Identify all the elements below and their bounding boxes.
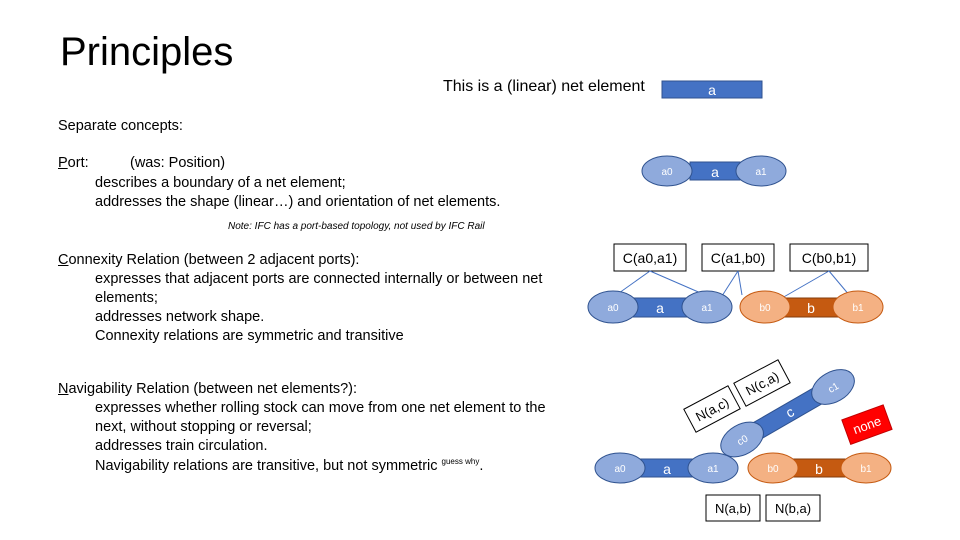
port-a0-1-label: a0 [661, 167, 673, 178]
connexity-heading-initial: C [58, 252, 69, 268]
navigability-heading-rest: avigability Relation (between net elemen… [68, 381, 358, 397]
connexity-heading: Connexity Relation (between 2 adjacent p… [58, 252, 359, 268]
port-a0-1 [641, 155, 693, 187]
port-b0-3 [747, 452, 799, 484]
nav-box-a-b-label: N(a,b) [715, 501, 751, 516]
port-c1 [811, 369, 855, 405]
port-a0-2 [587, 290, 639, 324]
nav-box-c-a: N(c,a) [733, 359, 791, 407]
port-a0-3-label: a0 [614, 464, 626, 475]
port-a1-2-label: a1 [701, 303, 713, 314]
port-b1-3 [840, 452, 892, 484]
intro-element-label: a [708, 82, 716, 98]
port-a1-2 [681, 290, 733, 324]
element-a-3-label: a [663, 461, 671, 477]
ifc-note: Note: IFC has a port-based topology, not… [228, 221, 485, 232]
navigability-line-2: next, without stopping or reversal; [95, 419, 312, 435]
navigability-heading-initial: N [58, 381, 69, 397]
nav-box-a-c: N(a,c) [683, 385, 741, 433]
element-a-1-label: a [711, 164, 719, 180]
port-b1-3-label: b1 [860, 464, 872, 475]
connexity-box-a1b0-label: C(a1,b0) [711, 250, 765, 266]
nav-box-b-a [765, 494, 821, 522]
slide-title: Principles [60, 30, 234, 74]
element-c-group: c c0 c1 [720, 369, 855, 458]
port-a0-3 [594, 452, 646, 484]
connexity-links [611, 270, 851, 303]
connexity-line-1: expresses that adjacent ports are connec… [95, 271, 543, 287]
port-b0-2 [739, 290, 791, 324]
connexity-box-a0a1-label: C(a0,a1) [623, 250, 677, 266]
connexity-line-3: addresses network shape. [95, 309, 265, 325]
separate-concepts-label: Separate concepts: [58, 118, 183, 134]
port-line-1: describes a boundary of a net element; [95, 175, 346, 191]
port-b0-2-label: b0 [759, 303, 771, 314]
nav-box-b-a-label: N(b,a) [775, 501, 811, 516]
intro-net-element [661, 80, 763, 99]
port-heading: Port: [58, 155, 89, 171]
port-a1-3 [687, 452, 739, 484]
connexity-heading-rest: onnexity Relation (between 2 adjacent po… [68, 252, 360, 268]
none-box: none [841, 404, 893, 446]
port-b1-2-label: b1 [852, 303, 864, 314]
connexity-box-a0a1 [613, 243, 687, 272]
port-a1-3-label: a1 [707, 464, 719, 475]
port-heading-rest: ort: [67, 155, 89, 171]
port-b1-2 [832, 290, 884, 324]
port-b0-3-label: b0 [767, 464, 779, 475]
element-b-3-label: b [815, 461, 823, 477]
navigability-period: . [479, 458, 484, 474]
connexity-box-b0b1-label: C(b0,b1) [802, 250, 856, 266]
port-heading-initial: P [58, 155, 68, 171]
nav-box-a-b [705, 494, 761, 522]
element-b-2-label: b [807, 300, 815, 316]
port-a1-1-label: a1 [755, 167, 767, 178]
port-line-2: addresses the shape (linear…) and orient… [95, 194, 501, 210]
navigability-heading: Navigability Relation (between net eleme… [58, 381, 357, 397]
port-c0 [720, 421, 764, 458]
connexity-line-2: elements; [95, 290, 158, 306]
port-was-note: (was: Position) [130, 155, 226, 171]
intro-text: This is a (linear) net element [443, 78, 645, 95]
guess-why-superscript: guess why [441, 457, 480, 466]
port-a0-2-label: a0 [607, 303, 619, 314]
element-a-2-label: a [656, 300, 664, 316]
navigability-line-3: addresses train circulation. [95, 438, 268, 454]
navigability-last-text: Navigability relations are transitive, b… [95, 458, 438, 474]
connexity-line-4: Connexity relations are symmetric and tr… [95, 328, 404, 344]
connexity-box-b0b1 [789, 243, 869, 272]
port-a1-1 [735, 155, 787, 187]
navigability-line-4: Navigability relations are transitive, b… [95, 457, 483, 474]
navigability-line-1: expresses whether rolling stock can move… [95, 400, 546, 416]
